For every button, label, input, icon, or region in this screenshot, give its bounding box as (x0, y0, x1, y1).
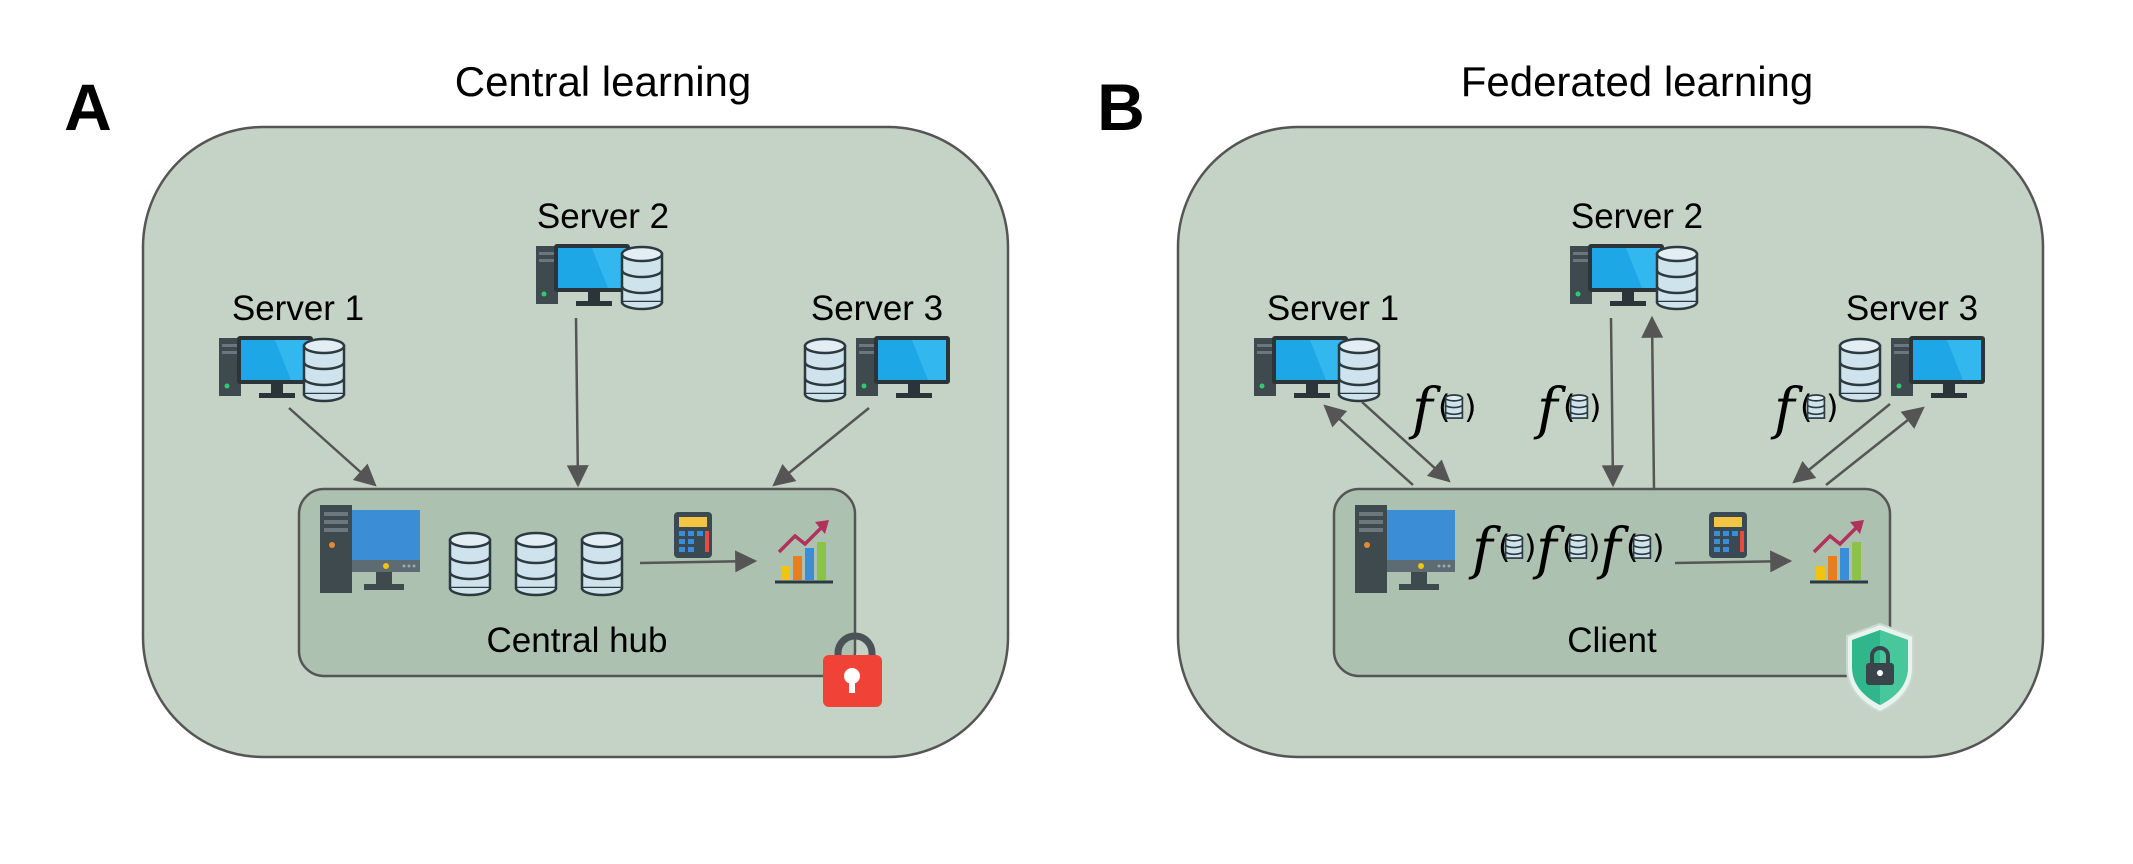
client-label: Client (1567, 621, 1657, 660)
arrow-server3-to-hub (772, 407, 870, 487)
server-3-database-icon-b (1838, 337, 1882, 403)
calculator-icon-b (1709, 512, 1747, 558)
arrow-client-to-server1 (1323, 404, 1414, 486)
arrow-server1-to-client (1361, 401, 1451, 483)
arrow-server2-to-hub (566, 317, 589, 488)
hub-database-icon-1 (448, 531, 492, 597)
panel-b: B Federated learning Server 1 Server 2 S… (1097, 58, 2045, 759)
open-padlock-icon (823, 632, 882, 707)
server-3-database-icon (803, 337, 847, 403)
arrow-server3-to-client (1792, 403, 1891, 484)
panel-a-title: Central learning (455, 58, 752, 105)
server-1-database-icon-b (1337, 337, 1381, 403)
hub-database-icon-2 (514, 531, 558, 597)
shield-lock-icon (1846, 622, 1914, 714)
panel-a-letter: A (64, 70, 112, 144)
arrow-models-to-analysis (1674, 550, 1793, 573)
hub-database-icon-3 (580, 531, 624, 597)
panel-b-title: Federated learning (1461, 58, 1814, 105)
calculator-icon (674, 512, 712, 558)
server-3-label: Server 3 (811, 289, 943, 328)
server-1-label: Server 1 (232, 289, 364, 328)
central-hub-box (297, 487, 857, 678)
central-hub-label: Central hub (487, 621, 668, 660)
arrow-data-to-analysis (639, 550, 758, 573)
panel-b-letter: B (1097, 70, 1145, 144)
server-2-database-icon (620, 245, 664, 311)
server-1-label-b: Server 1 (1267, 289, 1399, 328)
server-2-database-icon-b (1655, 245, 1699, 311)
arrow-client-to-server2 (1641, 315, 1664, 490)
panel-a: A Central learning Server 1 Server 2 Ser… (64, 58, 1010, 759)
server-2-label-b: Server 2 (1571, 197, 1703, 236)
server-3-label-b: Server 3 (1846, 289, 1978, 328)
server-1-database-icon (302, 337, 346, 403)
server-2-label: Server 2 (537, 197, 669, 236)
arrow-server2-to-client (1601, 317, 1624, 488)
arrow-client-to-server3 (1825, 406, 1925, 486)
arrow-server1-to-hub (288, 407, 377, 487)
